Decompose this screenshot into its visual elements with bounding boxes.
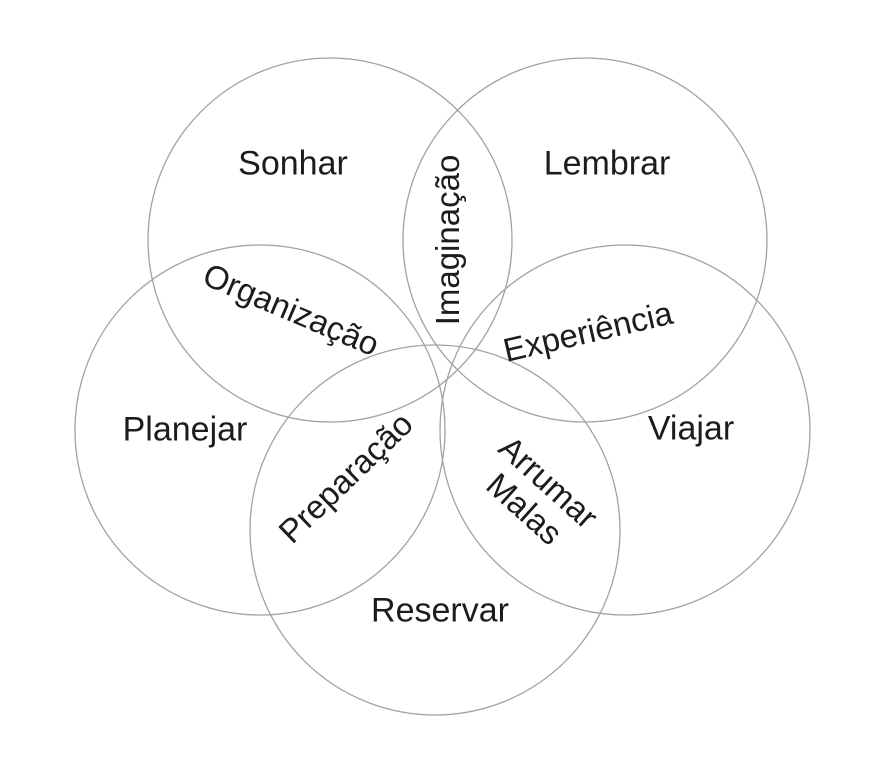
overlap-label-imaginacao: Imaginação [428, 154, 466, 326]
circle-reservar [249, 344, 621, 716]
circle-label-reservar: Reservar [371, 591, 509, 630]
circle-planejar [74, 244, 446, 616]
circle-label-planejar: Planejar [122, 410, 248, 449]
circle-viajar [439, 244, 811, 616]
circle-label-lembrar: Lembrar [543, 144, 671, 183]
circle-sonhar [147, 57, 513, 423]
circle-label-viajar: Viajar [647, 409, 735, 448]
circle-label-sonhar: Sonhar [238, 144, 348, 183]
